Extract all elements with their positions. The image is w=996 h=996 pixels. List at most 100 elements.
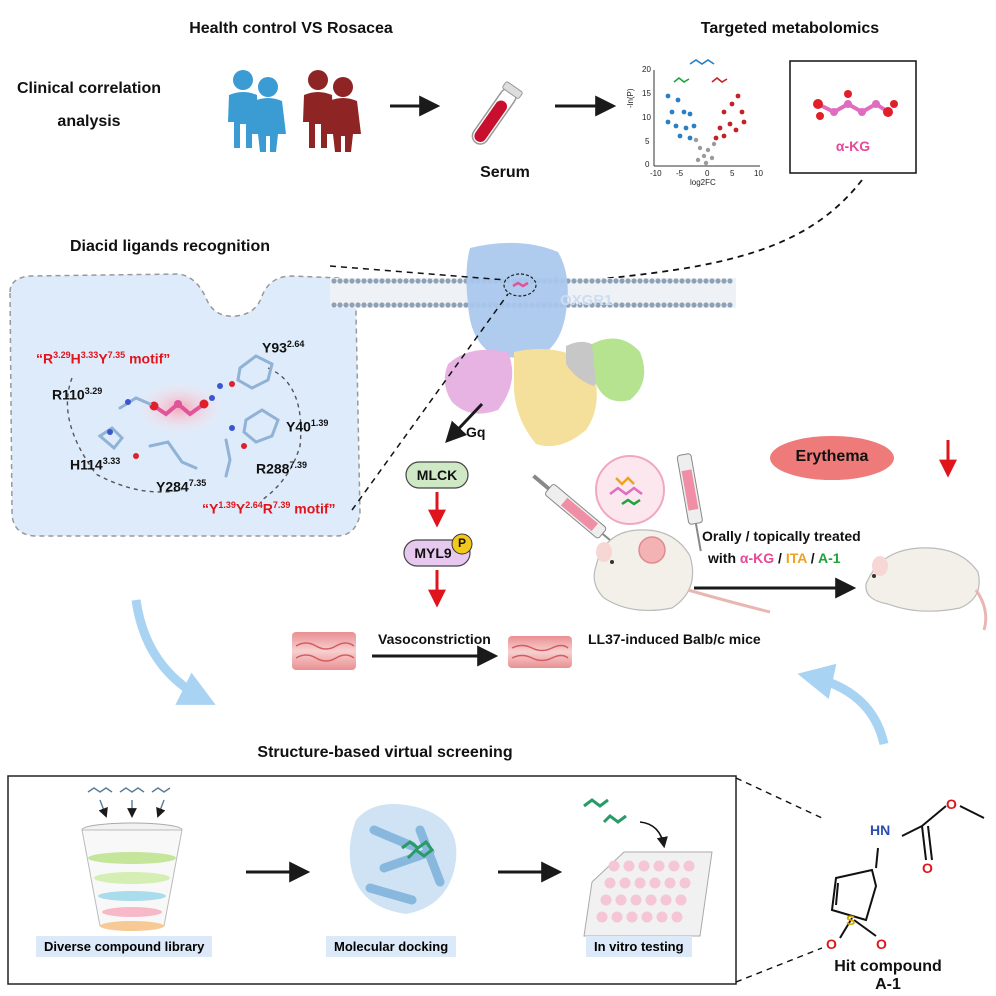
phospho-badge <box>451 533 473 555</box>
lipid-head <box>679 278 685 284</box>
volcano-xlabel: log2FC <box>690 178 716 187</box>
plate-well <box>638 860 650 872</box>
vasoconstriction-label: Vasoconstriction <box>378 631 491 647</box>
lipid-head <box>349 302 355 308</box>
lipid-head <box>577 302 583 308</box>
volcano-plot <box>653 59 760 167</box>
lipid-head <box>637 302 643 308</box>
volcano-xtick: -10 <box>650 169 662 178</box>
akg-label: α-KG <box>835 138 871 154</box>
lipid-head <box>571 302 577 308</box>
plate-well <box>596 911 608 923</box>
arrow-receptor-to-mlck <box>445 402 484 444</box>
residue-atoms <box>107 381 247 459</box>
lipid-head <box>373 278 379 284</box>
plate-well <box>641 911 653 923</box>
lipid-head <box>427 302 433 308</box>
step-library-label: Diverse compound library <box>36 936 213 957</box>
hit-atom-hn: HN <box>870 822 891 838</box>
lipid-head <box>337 302 343 308</box>
lipid-head <box>439 278 445 284</box>
receptor-label: OXGR1 <box>560 292 613 309</box>
mlck-label: MLCK <box>416 467 458 483</box>
lipid-head <box>715 302 721 308</box>
lipid-head <box>343 278 349 284</box>
lipid-head <box>457 302 463 308</box>
zoom-line-hit-top <box>735 777 823 819</box>
volcano-xtick: 0 <box>705 169 710 178</box>
zoom-line-bottom <box>351 293 509 511</box>
recognition-title: Diacid ligands recognition <box>70 238 271 255</box>
plate-well <box>645 894 657 906</box>
residue-y284: Y2847.35 <box>156 478 207 495</box>
lipid-head <box>589 302 595 308</box>
lipid-head <box>361 302 367 308</box>
hit-atom-o4: O <box>876 936 887 952</box>
lipid-head <box>451 302 457 308</box>
syringe-left-icon <box>532 474 627 554</box>
lipid-head <box>409 278 415 284</box>
plate-well <box>623 860 635 872</box>
residue-h114: H1143.33 <box>70 456 121 473</box>
volcano-ytick: 5 <box>645 137 650 146</box>
lipid-head <box>403 302 409 308</box>
lipid-head <box>697 302 703 308</box>
docking-protein-icon <box>349 804 457 914</box>
phospho-label: P <box>457 536 466 550</box>
lipid-head <box>631 278 637 284</box>
motif1-label: “R3.29H3.33Y7.35 motif” <box>36 350 171 367</box>
plate-well <box>653 860 665 872</box>
treatment-line1: Orally / topically treated <box>702 528 861 544</box>
plate-well <box>634 877 646 889</box>
lipid-head <box>649 302 655 308</box>
lipid-head <box>331 278 337 284</box>
lipid-head <box>379 278 385 284</box>
volcano-ytick: 0 <box>645 160 650 169</box>
lipid-head <box>391 278 397 284</box>
myl9-label: MYL9 <box>414 545 452 561</box>
lipid-head <box>397 278 403 284</box>
lipid-head <box>355 278 361 284</box>
lipid-head <box>415 302 421 308</box>
volcano-ylabel: -ln(P) <box>626 88 635 108</box>
metabolomics-title: Targeted metabolomics <box>700 20 880 37</box>
lipid-head <box>445 278 451 284</box>
lipid-head <box>655 302 661 308</box>
lipid-head <box>457 278 463 284</box>
lipid-head <box>385 278 391 284</box>
zoom-line-hit-bottom <box>735 947 823 983</box>
curved-arrow-right <box>797 663 889 746</box>
rosacea-people-icon <box>303 70 361 152</box>
plate-well <box>619 877 631 889</box>
volcano-ytick: 10 <box>642 113 651 122</box>
plate-well <box>615 894 627 906</box>
volcano-xtick: -5 <box>676 169 684 178</box>
mlck-node <box>405 461 469 489</box>
serum-tube-icon <box>471 81 523 145</box>
zoom-line-top <box>329 265 507 281</box>
lipid-head <box>403 278 409 284</box>
lipid-head <box>589 278 595 284</box>
lipid-head <box>721 278 727 284</box>
akg-box <box>789 60 917 174</box>
lipid-head <box>619 278 625 284</box>
step-testing-label: In vitro testing <box>586 936 692 957</box>
clinical-label-line1: Clinical correlation <box>16 80 162 97</box>
lipid-head <box>463 302 469 308</box>
lipid-head <box>709 302 715 308</box>
plate-well <box>608 860 620 872</box>
plate-well <box>630 894 642 906</box>
plate-well <box>664 877 676 889</box>
lipid-head <box>343 302 349 308</box>
mouse-model-icon <box>593 529 771 614</box>
erythema-badge <box>770 436 894 480</box>
plate-well <box>600 894 612 906</box>
lipid-head <box>613 278 619 284</box>
lipid-head <box>655 278 661 284</box>
lipid-head <box>643 302 649 308</box>
healthy-people-icon <box>228 70 286 152</box>
residue-y93: Y932.64 <box>262 339 305 356</box>
hit-compound-line1: Hit compound <box>834 958 942 975</box>
dashed-arrow-akg-to-receptor <box>545 179 863 290</box>
